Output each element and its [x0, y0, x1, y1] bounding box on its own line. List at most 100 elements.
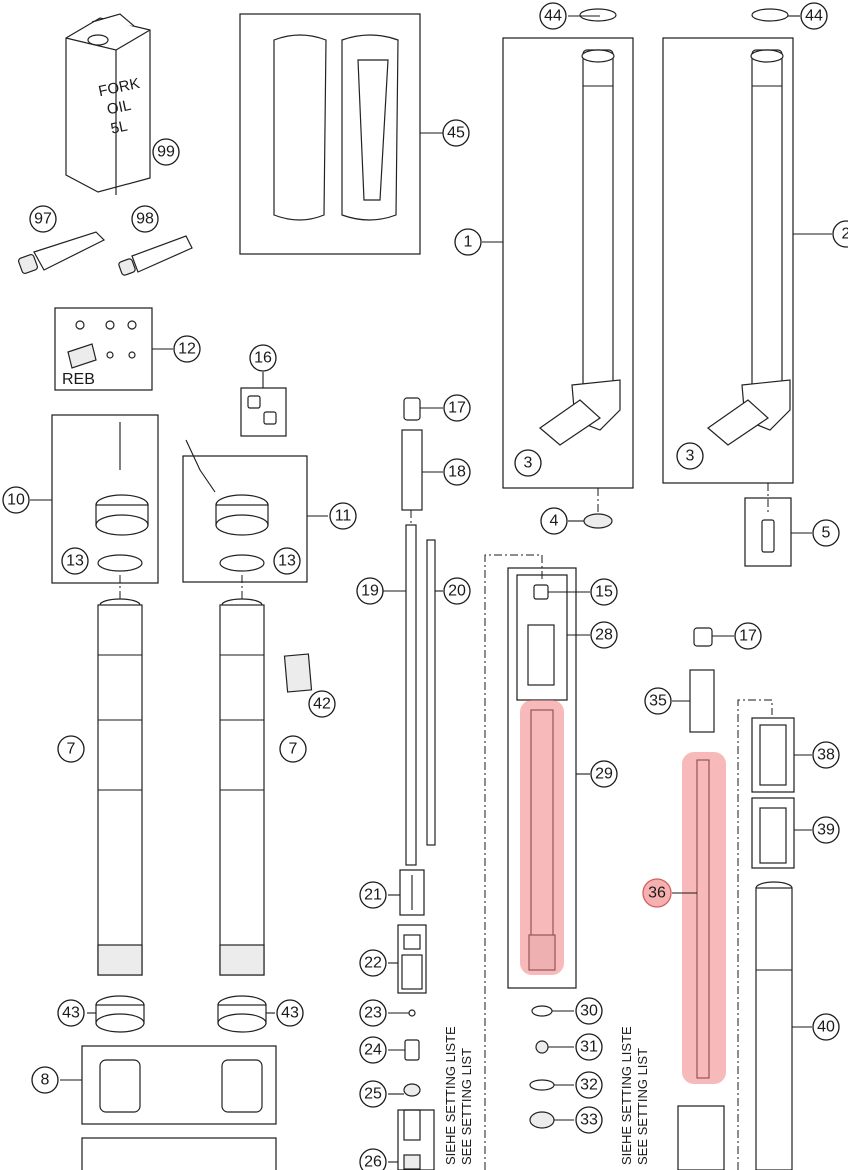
inner-tube-left: [97, 575, 143, 976]
svg-text:33: 33: [580, 1112, 598, 1129]
svg-text:29: 29: [595, 766, 613, 783]
callout-45: 45: [442, 119, 470, 147]
callout-4: 4: [540, 507, 568, 535]
outer-tube-right: [707, 49, 791, 446]
callout-39: 39: [812, 816, 840, 844]
callout-8: 8: [31, 1066, 59, 1094]
callout-30: 30: [575, 997, 603, 1025]
svg-text:30: 30: [580, 1003, 598, 1020]
callout-7-left: 7: [57, 735, 85, 763]
svg-text:8: 8: [41, 1072, 50, 1089]
seal-4: [583, 513, 613, 529]
box-11: [182, 455, 308, 583]
o-ring-44-left: [579, 8, 617, 22]
callout-17-right: 17: [734, 622, 762, 650]
callout-38: 38: [812, 741, 840, 769]
setting-list-en-left: SEE SETTING LIST: [459, 1048, 474, 1165]
callout-98: 98: [131, 205, 159, 233]
svg-text:42: 42: [313, 696, 331, 713]
callout-2: 2: [832, 220, 848, 248]
callout-15: 15: [590, 578, 618, 606]
callout-26: 26: [359, 1148, 387, 1170]
box-5: [744, 497, 792, 567]
box-10: [51, 414, 159, 584]
svg-text:44: 44: [805, 8, 823, 25]
callout-28: 28: [590, 621, 618, 649]
svg-text:99: 99: [157, 144, 175, 161]
svg-text:24: 24: [364, 1042, 382, 1059]
svg-text:39: 39: [817, 822, 835, 839]
callout-21: 21: [359, 881, 387, 909]
svg-text:31: 31: [580, 1039, 598, 1056]
callout-97: 97: [29, 205, 57, 233]
leader-lines: [30, 15, 832, 1163]
o-ring-44-right: [751, 8, 789, 22]
callout-42: 42: [308, 690, 336, 718]
svg-text:1: 1: [464, 234, 473, 251]
svg-text:3: 3: [686, 448, 695, 465]
fork-oil-can: FORK OIL 5L: [65, 13, 151, 195]
svg-text:22: 22: [364, 955, 382, 972]
box-15-28: [507, 567, 577, 989]
protector-stickers: [273, 34, 399, 221]
screw-5: [761, 519, 775, 553]
svg-text:19: 19: [361, 583, 379, 600]
sticker-42: [283, 653, 313, 693]
setting-list-de-left: SIEHE SETTING LISTE: [443, 1026, 458, 1165]
callout-20: 20: [443, 577, 471, 605]
callout-3-left: 3: [514, 449, 542, 477]
svg-text:18: 18: [448, 464, 466, 481]
svg-text:4: 4: [550, 513, 559, 530]
svg-text:97: 97: [34, 211, 52, 228]
svg-text:13: 13: [66, 553, 84, 570]
callout-3-right: 3: [676, 442, 704, 470]
svg-text:10: 10: [7, 492, 25, 509]
callout-18: 18: [443, 458, 471, 486]
cartridge-29-highlight: [520, 700, 564, 975]
callout-23: 23: [359, 999, 387, 1027]
svg-text:32: 32: [580, 1077, 598, 1094]
setting-list-en-right: SEE SETTING LIST: [635, 1048, 650, 1165]
spring-rod-36-highlight: [682, 752, 726, 1084]
svg-text:44: 44: [544, 8, 562, 25]
cap-assembly-10: [95, 422, 149, 572]
svg-text:7: 7: [289, 741, 298, 758]
setting-list-de-right: SIEHE SETTING LISTE: [619, 1026, 634, 1165]
callout-17-top: 17: [443, 394, 471, 422]
svg-text:40: 40: [817, 1019, 835, 1036]
callout-13-left: 13: [61, 547, 89, 575]
svg-text:3: 3: [524, 455, 533, 472]
svg-text:26: 26: [364, 1154, 382, 1170]
svg-text:12: 12: [178, 341, 196, 358]
callout-5: 5: [812, 519, 840, 547]
oil-can-text-3: 5L: [109, 118, 129, 138]
reb-label: REB: [62, 371, 95, 388]
callout-35: 35: [644, 687, 672, 715]
svg-text:21: 21: [364, 887, 382, 904]
svg-text:15: 15: [595, 584, 613, 601]
callout-32: 32: [575, 1071, 603, 1099]
svg-text:17: 17: [739, 628, 757, 645]
callout-44-left: 44: [539, 2, 567, 30]
callout-99: 99: [152, 138, 180, 166]
reb-small-parts: [67, 320, 137, 369]
callout-24: 24: [359, 1036, 387, 1064]
callout-43-left: 43: [57, 999, 85, 1027]
callout-16: 16: [249, 344, 277, 372]
box-2: [662, 37, 794, 484]
cap-assembly-11: [185, 439, 269, 572]
callout-13-right: 13: [273, 547, 301, 575]
damper-rod-assembly: [397, 397, 436, 1170]
callout-33: 33: [575, 1106, 603, 1134]
callout-7-right: 7: [279, 735, 307, 763]
svg-text:28: 28: [595, 627, 613, 644]
callout-29: 29: [590, 760, 618, 788]
box-39: [751, 797, 795, 869]
callout-22: 22: [359, 949, 387, 977]
svg-text:43: 43: [281, 1005, 299, 1022]
svg-text:98: 98: [136, 211, 154, 228]
outer-tube-left: [539, 49, 621, 446]
svg-text:35: 35: [649, 693, 667, 710]
grease-tube-97: [17, 231, 106, 275]
